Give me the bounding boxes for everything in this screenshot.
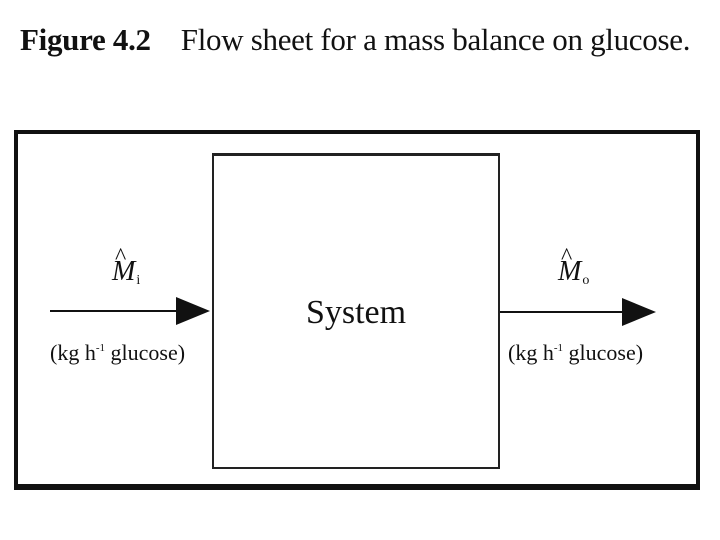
outflow-arrow-head-icon	[622, 298, 656, 326]
outflow-subscript: o	[582, 273, 590, 288]
outflow-units: (kg h-1 glucose)	[508, 340, 643, 366]
inflow-units: (kg h-1 glucose)	[50, 340, 185, 366]
inflow-symbol: M	[112, 256, 136, 287]
inflow-arrow-shaft	[50, 310, 178, 312]
outflow-units-prefix: (kg h	[508, 340, 554, 365]
system-label: System	[305, 294, 407, 331]
figure-title: Flow sheet for a mass balance on glucose…	[180, 22, 691, 57]
figure-label: Figure 4.2	[20, 22, 151, 57]
outflow-symbol: M	[558, 256, 582, 287]
inflow-units-exponent: -1	[95, 342, 105, 354]
inflow-units-prefix: (kg h	[50, 340, 96, 365]
outflow-units-suffix: glucose)	[563, 340, 644, 365]
system-box: System	[212, 153, 500, 469]
figure-caption: Figure 4.2 Flow sheet for a mass balance …	[20, 22, 690, 58]
outflow-units-exponent: -1	[553, 342, 563, 354]
inflow-arrow-head-icon	[176, 297, 210, 325]
outflow-mass-flow-symbol: ^Mo	[558, 245, 590, 288]
inflow-mass-flow-symbol: ^Mi	[112, 245, 141, 288]
outflow-arrow-shaft	[500, 311, 622, 313]
inflow-units-suffix: glucose)	[105, 340, 186, 365]
inflow-subscript: i	[136, 273, 141, 288]
inflow-hat: ^	[115, 244, 127, 270]
outflow-hat: ^	[561, 244, 573, 270]
